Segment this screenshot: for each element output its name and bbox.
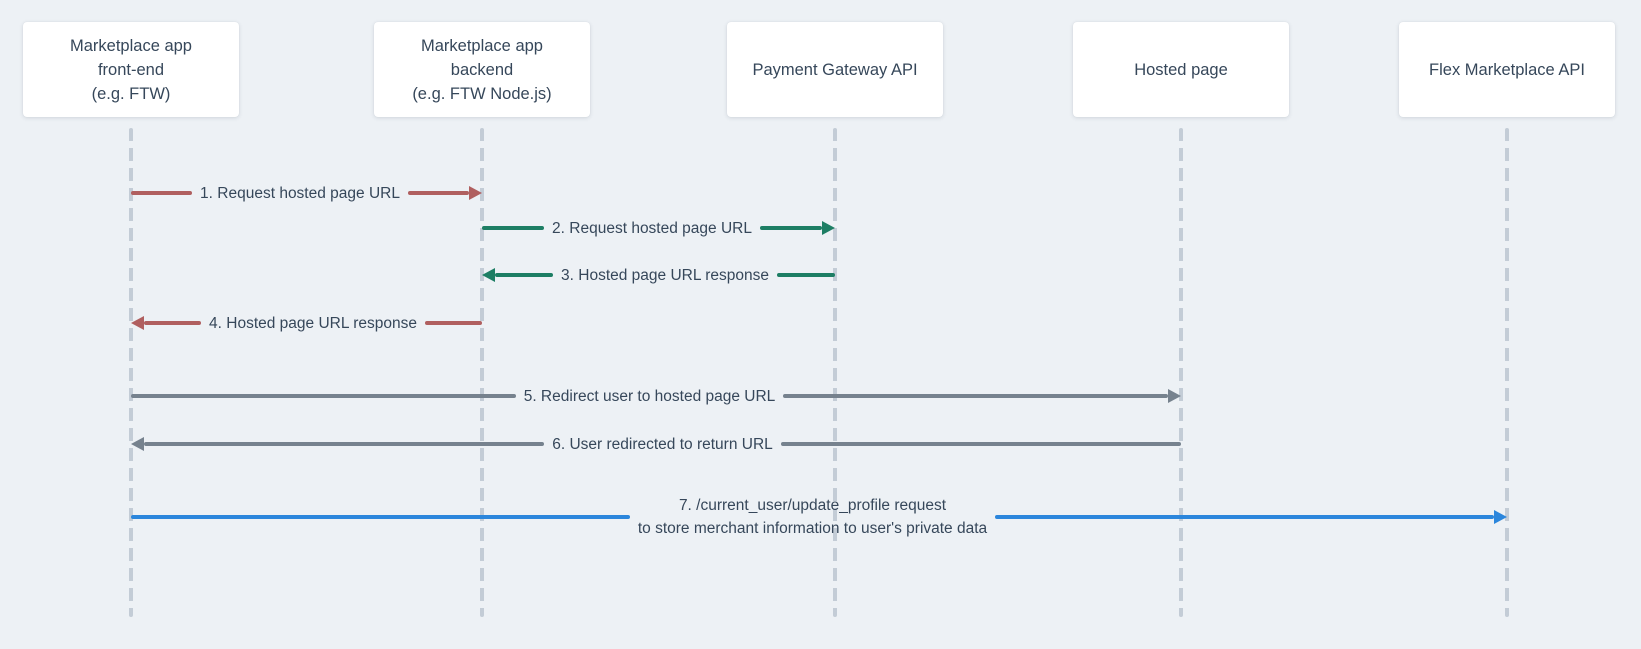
arrow-label: 6. User redirected to return URL [552, 435, 773, 453]
arrow-line [995, 515, 1495, 519]
arrow-line [131, 394, 516, 398]
arrowhead-left-icon [131, 316, 144, 330]
message-arrow-2: 2. Request hosted page URL [482, 213, 836, 243]
message-arrow-4: 4. Hosted page URL response [131, 308, 483, 338]
lifeline-hosted-page [1179, 128, 1183, 617]
arrowhead-right-icon [1494, 510, 1508, 524]
arrow-line [495, 273, 554, 277]
message-arrow-7: 7. /current_user/update_profile request … [131, 492, 1508, 542]
actor-box-payment-gateway-api: Payment Gateway API [727, 22, 943, 117]
actor-box-marketplace-backend: Marketplace app backend (e.g. FTW Node.j… [374, 22, 590, 117]
lifeline-marketplace-backend [480, 128, 484, 617]
arrow-line [407, 191, 470, 195]
arrow-label: 3. Hosted page URL response [561, 266, 769, 284]
message-arrow-5: 5. Redirect user to hosted page URL [131, 381, 1181, 411]
message-arrow-6: 6. User redirected to return URL [131, 429, 1182, 459]
arrow-label: 7. /current_user/update_profile request … [637, 497, 988, 537]
arrow-line [783, 394, 1168, 398]
arrow-line [144, 442, 545, 446]
message-arrow-1: 1. Request hosted page URL [131, 178, 483, 208]
arrowhead-right-icon [1168, 389, 1181, 403]
arrow-label: 1. Request hosted page URL [200, 184, 400, 202]
arrowhead-right-icon [822, 221, 836, 235]
arrowhead-right-icon [469, 186, 483, 200]
lifeline-marketplace-frontend [129, 128, 133, 617]
arrow-line [424, 321, 483, 325]
actor-box-flex-marketplace-api: Flex Marketplace API [1399, 22, 1615, 117]
arrow-line [776, 273, 836, 277]
actor-box-hosted-page: Hosted page [1073, 22, 1289, 117]
arrow-label: 4. Hosted page URL response [209, 314, 417, 332]
actor-box-marketplace-frontend: Marketplace app front-end (e.g. FTW) [23, 22, 239, 117]
arrow-line [131, 515, 630, 519]
arrow-line [482, 226, 545, 230]
lifeline-payment-gateway-api [833, 128, 837, 617]
lifeline-flex-marketplace-api [1505, 128, 1509, 617]
arrow-label: 5. Redirect user to hosted page URL [523, 387, 776, 405]
message-arrow-3: 3. Hosted page URL response [482, 260, 836, 290]
arrow-line [144, 321, 202, 325]
arrowhead-left-icon [131, 437, 144, 451]
arrow-label: 2. Request hosted page URL [552, 219, 752, 237]
arrowhead-left-icon [482, 268, 495, 282]
arrow-line [131, 191, 193, 195]
arrow-line [759, 226, 823, 230]
arrow-line [780, 442, 1182, 446]
